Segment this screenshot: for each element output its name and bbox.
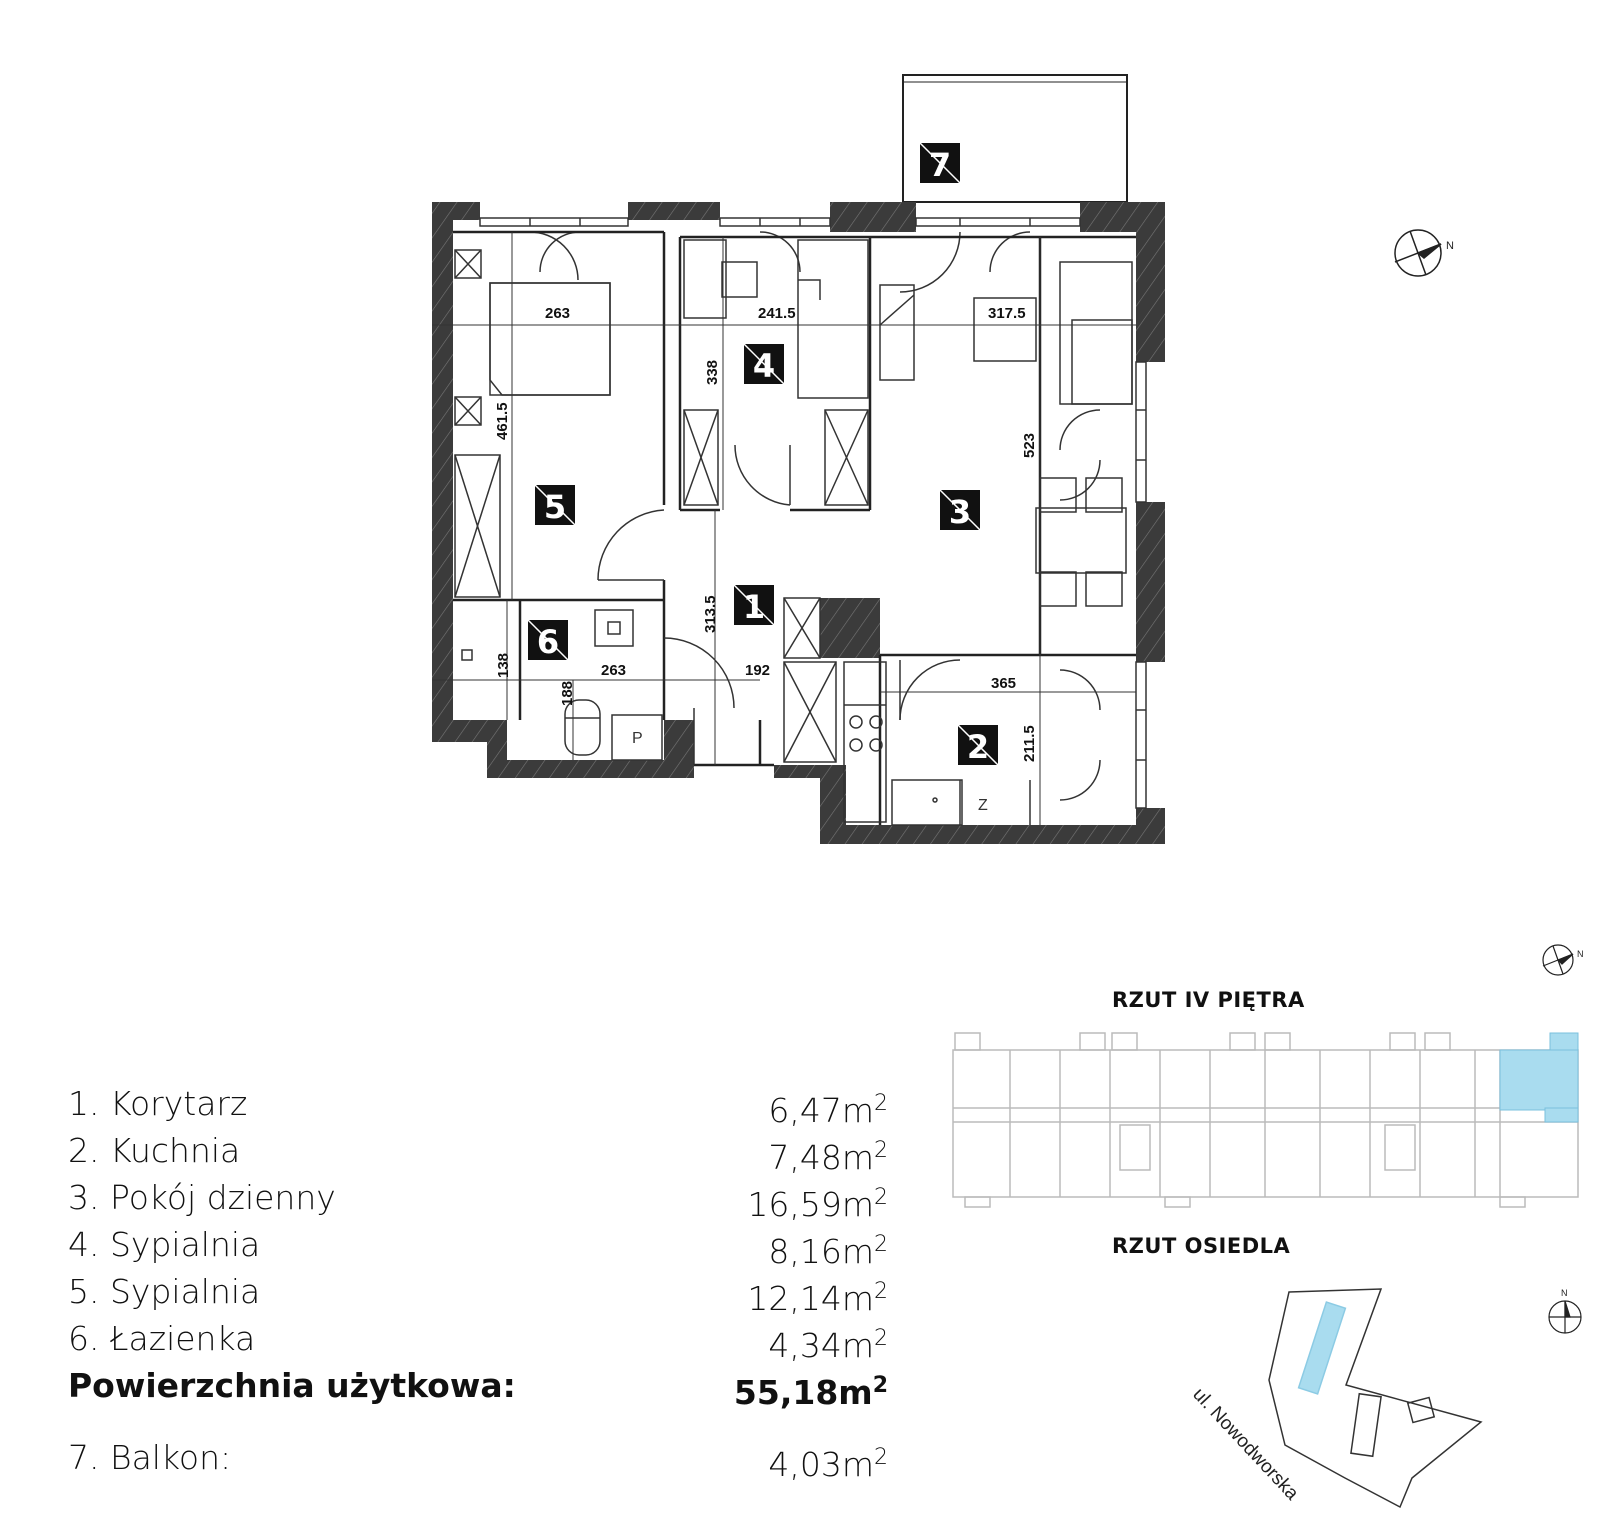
fixture-z-label: Z xyxy=(978,797,988,814)
walls xyxy=(432,202,1165,844)
room-area: 12,14m2 xyxy=(747,1279,888,1318)
dimension-lines xyxy=(432,232,1136,825)
dim-211: 211.5 xyxy=(1021,725,1038,762)
dim-317: 317.5 xyxy=(988,305,1026,322)
room-area: 7,48m2 xyxy=(768,1138,888,1177)
room-row-5: 5. Sypialnia 12,14m2 xyxy=(68,1268,888,1318)
room-badges: 7 4 5 3 1 6 2 xyxy=(527,142,999,766)
room-badge-1: 1 xyxy=(733,584,775,626)
balcony-row: 7. Balkon: 4,03m2 xyxy=(68,1434,888,1484)
dim-365: 365 xyxy=(991,675,1016,692)
room-area-list: 1. Korytarz 6,47m2 2. Kuchnia 7,48m2 3. … xyxy=(68,1080,888,1484)
compass-north-icon: N xyxy=(1548,1288,1582,1334)
room-badge-2: 2 xyxy=(957,724,999,766)
svg-text:7: 7 xyxy=(929,146,951,184)
svg-text:N: N xyxy=(1577,949,1584,959)
room-row-6: 6. Łazienka 4,34m2 xyxy=(68,1315,888,1365)
room-label: 1. Korytarz xyxy=(68,1084,248,1123)
dim-338: 338 xyxy=(704,360,721,385)
svg-text:3: 3 xyxy=(949,493,971,531)
room-badge-3: 3 xyxy=(939,489,981,531)
balcony xyxy=(902,74,1128,203)
room-row-1: 1. Korytarz 6,47m2 xyxy=(68,1080,888,1130)
room-label: 5. Sypialnia xyxy=(68,1272,261,1311)
dim-523: 523 xyxy=(1021,433,1038,458)
furniture xyxy=(454,239,1133,826)
dim-192: 192 xyxy=(745,662,770,679)
room-badge-4: 4 xyxy=(743,343,785,385)
svg-text:N: N xyxy=(1561,1288,1568,1298)
room-label: 2. Kuchnia xyxy=(68,1131,241,1170)
room-area: 6,47m2 xyxy=(768,1091,888,1130)
building-floor-thumbnail xyxy=(952,1032,1579,1208)
dim-263-a: 263 xyxy=(545,305,570,322)
svg-text:6: 6 xyxy=(537,623,559,661)
floor-plan-title: RZUT IV PIĘTRA xyxy=(1112,988,1305,1012)
room-area: 8,16m2 xyxy=(768,1232,888,1271)
room-area: 4,34m2 xyxy=(768,1326,888,1365)
dimension-labels: 263 241.5 317.5 263 192 365 338 461.5 52… xyxy=(494,305,1038,762)
fixture-p-label: P xyxy=(632,730,643,747)
svg-text:N: N xyxy=(1446,240,1454,252)
svg-text:1: 1 xyxy=(743,588,765,626)
dim-461: 461.5 xyxy=(494,402,511,440)
usable-area-total: Powierzchnia użytkowa: 55,18m2 xyxy=(68,1362,888,1412)
compass-small-icon: N xyxy=(1542,944,1584,976)
total-area: 55,18m2 xyxy=(733,1373,888,1412)
estate-site-plan xyxy=(1268,1288,1483,1509)
dim-263-b: 263 xyxy=(601,662,626,679)
room-badge-6: 6 xyxy=(527,619,569,661)
room-row-4: 4. Sypialnia 8,16m2 xyxy=(68,1221,888,1271)
dim-241: 241.5 xyxy=(758,305,796,322)
room-label: 3. Pokój dzienny xyxy=(68,1178,336,1217)
apartment-highlight xyxy=(1499,1032,1579,1123)
room-row-3: 3. Pokój dzienny 16,59m2 xyxy=(68,1174,888,1224)
svg-text:2: 2 xyxy=(967,728,989,766)
windows xyxy=(479,217,1147,809)
room-label: 4. Sypialnia xyxy=(68,1225,261,1264)
balcony-label: 7. Balkon: xyxy=(68,1438,232,1477)
room-badge-7: 7 xyxy=(919,142,961,184)
estate-plan-title: RZUT OSIEDLA xyxy=(1112,1234,1291,1258)
dim-138: 138 xyxy=(495,653,512,678)
svg-text:4: 4 xyxy=(753,347,775,385)
total-label: Powierzchnia użytkowa: xyxy=(68,1366,516,1405)
doors xyxy=(597,444,961,765)
room-row-2: 2. Kuchnia 7,48m2 xyxy=(68,1127,888,1177)
dim-313: 313.5 xyxy=(702,595,719,633)
svg-text:5: 5 xyxy=(544,488,566,526)
balcony-area: 4,03m2 xyxy=(768,1445,888,1484)
compass-icon: N xyxy=(1394,229,1454,277)
room-area: 16,59m2 xyxy=(747,1185,888,1224)
room-label: 6. Łazienka xyxy=(68,1319,256,1358)
dim-188: 188 xyxy=(559,681,576,706)
room-badge-5: 5 xyxy=(534,484,576,526)
